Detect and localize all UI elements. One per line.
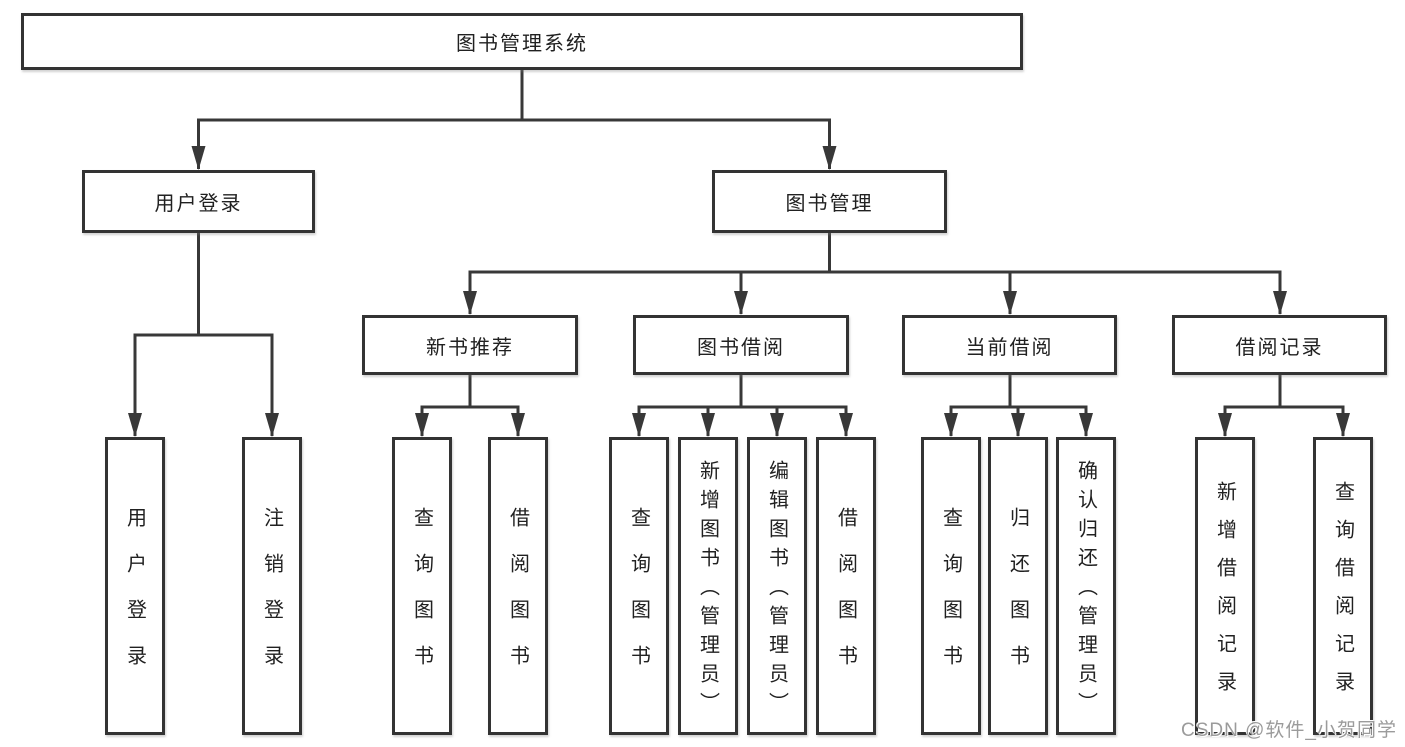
node-query-books-current: 查询图书 [921,437,981,735]
node-label: 用户登录 [123,507,146,691]
node-add-borrow-record: 新增借阅记录 [1195,437,1255,735]
node-borrow-records: 借阅记录 [1172,315,1387,375]
node-label: 图书管理系统 [456,33,588,55]
node-label: 图书管理 [785,193,874,215]
node-label: 借阅图书 [506,507,529,691]
node-label: 借阅图书 [834,507,857,691]
node-book-borrow: 图书借阅 [633,315,849,375]
node-label: 查询图书 [410,507,433,691]
node-confirm-return-admin: 确认归还（管理员） [1056,437,1116,735]
node-label: 用户登录 [154,193,243,215]
node-label: 当前借阅 [965,336,1054,359]
node-book-management: 图书管理 [712,170,947,233]
node-borrow-books-recommend: 借阅图书 [488,437,548,735]
node-label: 归还图书 [1006,507,1029,691]
node-label: 查询借阅记录 [1331,481,1354,709]
node-query-books-recommend: 查询图书 [392,437,452,735]
node-return-book: 归还图书 [988,437,1048,735]
node-user-login-leaf: 用户登录 [105,437,165,735]
node-label: 确认归还（管理员） [1074,460,1097,721]
node-label: 新增借阅记录 [1213,481,1236,709]
node-label: 编辑图书（管理员） [765,460,788,721]
node-new-book-recommend: 新书推荐 [362,315,578,375]
node-query-borrow-record: 查询借阅记录 [1313,437,1373,735]
node-label: 查询图书 [939,507,962,691]
node-label: 图书借阅 [697,336,785,359]
node-label: 新增图书（管理员） [696,460,719,721]
node-current-borrow: 当前借阅 [902,315,1117,375]
node-user-login: 用户登录 [82,170,315,233]
node-query-books-borrow: 查询图书 [609,437,669,735]
node-label: 借阅记录 [1235,336,1324,359]
csdn-watermark: CSDN @软件_小贺同学 [1181,720,1397,741]
node-label: 新书推荐 [426,336,514,359]
node-logout: 注销登录 [242,437,302,735]
node-edit-book-admin: 编辑图书（管理员） [747,437,807,735]
node-add-book-admin: 新增图书（管理员） [678,437,738,735]
node-library-system: 图书管理系统 [21,13,1023,70]
node-borrow-books: 借阅图书 [816,437,876,735]
node-label: 查询图书 [627,507,650,691]
node-label: 注销登录 [260,507,283,691]
